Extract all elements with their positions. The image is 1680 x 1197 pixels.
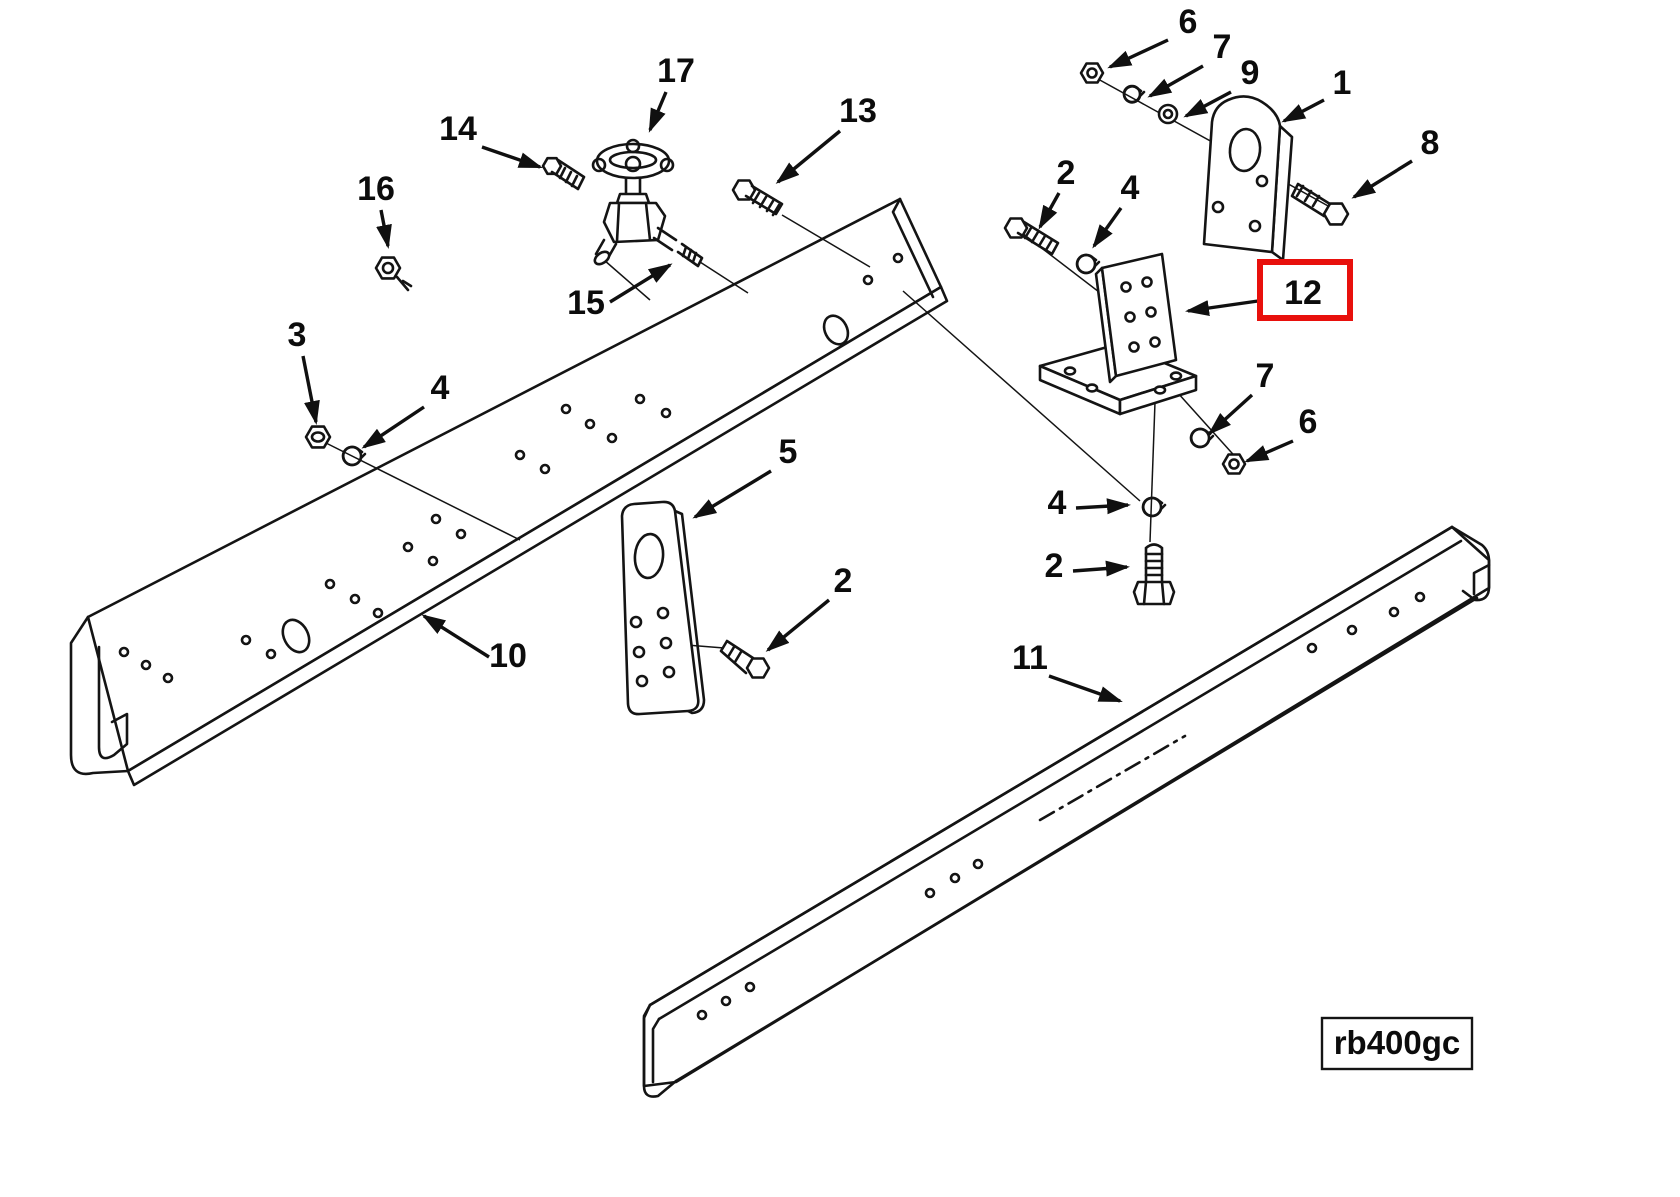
highlight-box-12 — [1257, 259, 1353, 321]
callout-2-mid: 2 — [834, 562, 853, 600]
callout-14: 14 — [439, 110, 477, 148]
hex-bolt-13 — [731, 179, 784, 217]
hex-bolt-8 — [1290, 182, 1350, 226]
callout-5-arrow — [692, 469, 772, 519]
frame-rail-lower — [642, 525, 1491, 1098]
hex-nut-6-lower — [1221, 453, 1247, 475]
callout-13-arrow — [775, 129, 842, 184]
callout-8-arrow — [1351, 159, 1413, 199]
callout-4-upper-arrow — [1092, 207, 1123, 249]
lock-washer-4-lower — [1141, 496, 1167, 518]
callout-2-upper-arrow — [1038, 192, 1061, 230]
callout-4-lower: 4 — [1048, 484, 1067, 522]
hex-nut-6-top — [1079, 62, 1105, 84]
callout-labels: 6 7 9 1 8 17 14 13 16 15 2 4 12 3 4 5 7 … — [288, 3, 1440, 677]
callout-3: 3 — [288, 316, 307, 354]
callout-16-arrow — [376, 209, 392, 249]
callout-5: 5 — [779, 433, 798, 471]
callout-arrows — [301, 38, 1413, 703]
callout-17: 17 — [657, 52, 695, 90]
callout-9-arrow — [1183, 90, 1232, 118]
frame-rail-upper — [69, 197, 949, 787]
hex-bolt-2-lower — [1132, 543, 1176, 606]
callout-7-top-arrow — [1147, 64, 1204, 98]
figure-code: rb400gc — [1334, 1024, 1461, 1061]
callout-10: 10 — [489, 637, 527, 675]
callout-12-arrow — [1185, 299, 1259, 316]
plug-nut-16 — [374, 256, 413, 292]
lock-washer-4-upper — [1075, 253, 1101, 275]
valve-17 — [591, 138, 678, 266]
hex-bolt-2-upper — [1003, 217, 1060, 256]
callout-6-top: 6 — [1179, 3, 1198, 41]
callout-16: 16 — [357, 170, 395, 208]
callout-13: 13 — [839, 92, 877, 130]
callout-3-arrow — [301, 355, 320, 425]
callout-7-top: 7 — [1213, 28, 1232, 66]
callout-8: 8 — [1421, 124, 1440, 162]
lock-washer-7-top — [1122, 84, 1146, 104]
callout-6-lower: 6 — [1299, 403, 1318, 441]
callout-10-arrow — [421, 614, 490, 659]
angle-bracket-12 — [1038, 252, 1198, 416]
callout-4-lower-arrow — [1075, 498, 1131, 515]
hex-bolt-2-mid — [719, 639, 771, 679]
callout-14-arrow — [481, 145, 543, 169]
callout-12: 12 — [1284, 274, 1322, 312]
callout-4-upper: 4 — [1121, 169, 1140, 207]
lock-washer-4-left — [341, 445, 367, 467]
callout-7-lower-arrow — [1207, 393, 1254, 436]
callout-1: 1 — [1333, 64, 1352, 102]
flat-washer-9 — [1157, 103, 1179, 125]
callout-2-upper: 2 — [1057, 154, 1076, 192]
callout-7-lower: 7 — [1256, 357, 1275, 395]
lifting-bracket-1 — [1202, 95, 1294, 262]
hex-bolt-14 — [541, 156, 586, 191]
callout-9: 9 — [1241, 54, 1260, 92]
hex-nut-3 — [304, 425, 332, 449]
callout-1-arrow — [1281, 98, 1325, 123]
callout-17-arrow — [648, 91, 668, 133]
callout-4-left-arrow — [361, 405, 425, 449]
callout-15: 15 — [567, 284, 605, 322]
callout-2-lower: 2 — [1045, 547, 1064, 585]
callout-6-lower-arrow — [1244, 439, 1294, 463]
figure-code-box: rb400gc — [1320, 1016, 1474, 1071]
callout-11: 11 — [1012, 639, 1048, 677]
callout-15-arrow — [609, 263, 673, 304]
fitting-15 — [676, 242, 704, 268]
callout-4-left: 4 — [431, 369, 450, 407]
callout-2-lower-arrow — [1072, 560, 1130, 577]
callout-6-top-arrow — [1107, 38, 1169, 69]
callout-2-mid-arrow — [765, 598, 831, 652]
callout-11-arrow — [1048, 674, 1123, 703]
tie-plate-5 — [620, 500, 706, 716]
